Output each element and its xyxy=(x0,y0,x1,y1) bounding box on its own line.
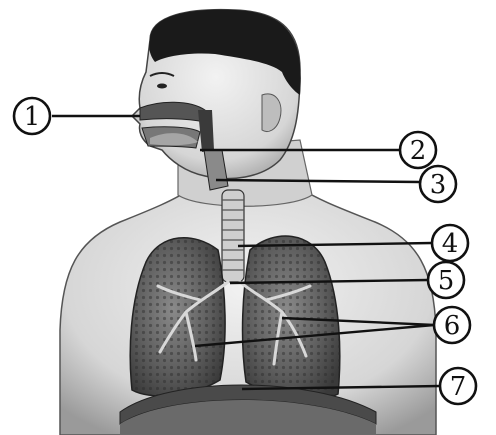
eye xyxy=(157,84,167,89)
callout-4-text: 4 xyxy=(442,229,459,259)
callout-3: 3 xyxy=(420,166,456,202)
callout-5: 5 xyxy=(428,262,464,298)
callout-6-text: 6 xyxy=(444,311,461,341)
torso-illustration xyxy=(60,10,436,435)
callout-1: 1 xyxy=(14,98,50,134)
nasal-cavity xyxy=(140,102,205,122)
callout-6: 6 xyxy=(434,307,470,343)
callout-3-text: 3 xyxy=(430,170,447,200)
callout-2: 2 xyxy=(400,132,436,168)
trachea-tube xyxy=(222,190,244,282)
callout-7: 7 xyxy=(440,368,476,404)
callout-1-text: 1 xyxy=(24,102,41,132)
callout-4: 4 xyxy=(432,225,468,261)
callout-2-text: 2 xyxy=(410,136,427,166)
callout-5-text: 5 xyxy=(438,266,455,296)
callout-7-text: 7 xyxy=(450,372,467,402)
